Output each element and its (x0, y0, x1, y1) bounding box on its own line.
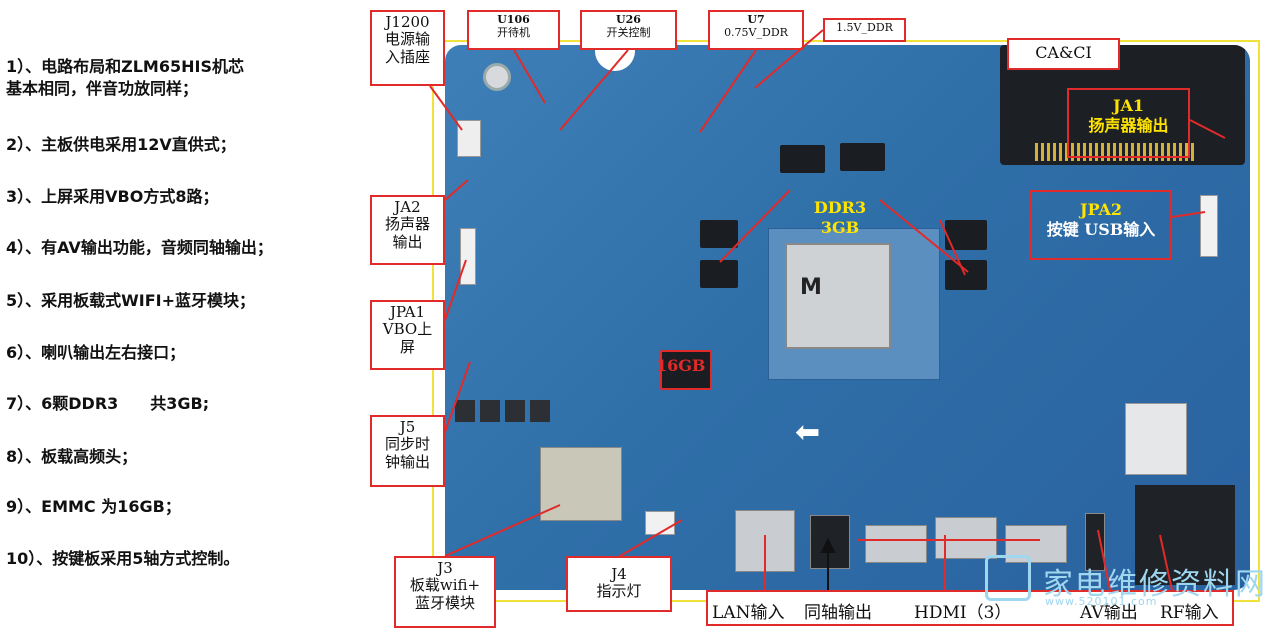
j4-line-2: 指示灯 (596, 582, 642, 601)
lan-label: LAN输入 (712, 603, 785, 623)
ddr-chip (840, 143, 885, 171)
ja2-label: JA2 扬声器 输出 (370, 195, 445, 265)
j3-line-1: J3 (437, 559, 453, 577)
jpa1-line-2: VBO上 (382, 320, 433, 339)
j1200-label: J1200 电源输 入插座 (370, 10, 445, 86)
ja1-label: JA1 扬声器输出 (1067, 88, 1190, 158)
note-8: 8）、板载高频头； (6, 447, 138, 466)
tuner (1125, 403, 1187, 475)
inductors (455, 400, 555, 422)
rf-label: RF输入 (1160, 603, 1219, 623)
coax-port (810, 515, 850, 569)
j3-line-3: 蓝牙模块 (414, 593, 475, 612)
usb-key-connector (1200, 195, 1218, 257)
ddr-chip (945, 260, 987, 290)
ddr3-label-line-2: 3GB (820, 218, 860, 237)
ja2-line-3: 输出 (392, 232, 423, 251)
note-6: 6）、喇叭输出左右接口； (6, 343, 186, 362)
bottom-ports-box (706, 590, 1234, 626)
av-label: AV输出 (1080, 603, 1138, 623)
vbo-connector (460, 228, 476, 285)
note-1a: 1）、电路布局和ZLM65HIS机芯 (6, 57, 244, 76)
jpa1-line-1: JPA1 (389, 303, 426, 321)
ja1-label-line-1: JA1 (1112, 96, 1145, 115)
j4-label: J4 指示灯 (566, 556, 672, 612)
note-9: 9）、EMMC 为16GB； (6, 497, 181, 516)
ddr-chip (945, 220, 987, 250)
j3-label: J3 板载wifi+ 蓝牙模块 (394, 556, 496, 628)
note-7: 7）、6颗DDR3 共3GB; (6, 394, 210, 413)
note-10: 10）、按键板采用5轴方式控制。 (6, 549, 240, 568)
ja1-label-line-2: 扬声器输出 (1088, 116, 1169, 135)
led-connector (645, 511, 675, 535)
cpu-chip (785, 243, 891, 349)
power-connector (457, 120, 481, 157)
u26-label: U26 开关控制 (580, 10, 677, 50)
u26-line-2: 开关控制 (606, 25, 651, 39)
ddr-chip (700, 260, 738, 288)
cpu-logo: M (800, 275, 822, 300)
u26-line-1: U26 (616, 13, 641, 26)
ja2-line-2: 扬声器 (384, 215, 430, 234)
u106-label: U106 开待机 (467, 10, 560, 50)
coax-label: 同轴输出 (804, 603, 872, 623)
j3-line-2: 板载wifi+ (409, 576, 481, 595)
rf-connector (1135, 485, 1235, 585)
u7-line-2: 0.75V_DDR (724, 25, 788, 39)
j1200-line-3: 入插座 (384, 47, 430, 66)
caci-label: CA&CI (1007, 38, 1120, 70)
lan-port (735, 510, 795, 572)
j1200-line-1: J1200 (385, 13, 430, 31)
jpa2-label-line-2: 按键 USB输入 (1046, 220, 1156, 239)
hdmi-port-2 (935, 517, 997, 559)
u7-label: U7 0.75V_DDR (708, 10, 804, 50)
emmc-chip (660, 350, 712, 390)
arrow-marking: ⬅ (795, 415, 821, 450)
note-5: 5）、采用板载式WIFI+蓝牙模块； (6, 291, 256, 310)
jpa2-label: JPA2 按键 USB输入 (1030, 190, 1172, 260)
note-2: 2）、主板供电采用12V直供式； (6, 135, 236, 154)
note-3: 3）、上屏采用VBO方式8路； (6, 187, 219, 206)
emmc-label: 16GB (656, 356, 706, 375)
watermark: 家电维修资料网 www.520101.com (985, 555, 1265, 610)
wifi-module (540, 447, 622, 521)
j5-line-1: J5 (399, 418, 416, 436)
u106-line-2: 开待机 (497, 25, 530, 39)
ddr3-label: DDR3 3GB (800, 198, 880, 238)
j5-label: J5 同步时 钟输出 (370, 415, 445, 487)
ddr3-label-line-1: DDR3 (813, 198, 867, 217)
jpa1-line-3: 屏 (399, 337, 415, 356)
hdmi-label: HDMI（3） (914, 603, 1012, 623)
watermark-url: www.520101.com (1045, 595, 1158, 608)
u106-line-1: U106 (497, 13, 530, 26)
note-1b: 基本相同，伴音功放同样； (6, 79, 199, 98)
j5-line-2: 同步时 (384, 435, 430, 454)
ddr-chip (700, 220, 738, 248)
j5-line-3: 钟输出 (384, 452, 430, 471)
j1200-line-2: 电源输 (384, 30, 430, 49)
watermark-text: 家电维修资料网 (1043, 567, 1265, 602)
jpa1-label: JPA1 VBO上 屏 (370, 300, 445, 370)
ddr-chip (780, 145, 825, 173)
watermark-logo-icon (985, 555, 1031, 601)
ja2-line-1: JA2 (394, 198, 421, 216)
j4-line-1: J4 (611, 565, 627, 583)
hdmi-port-1 (865, 525, 927, 563)
mount-hole (483, 63, 511, 91)
u7-line-1: U7 (747, 13, 765, 26)
jpa2-label-line-1: JPA2 (1080, 200, 1122, 219)
ddr15-label: 1.5V_DDR (823, 18, 906, 42)
note-4: 4）、有AV输出功能，音频同轴输出； (6, 238, 273, 257)
